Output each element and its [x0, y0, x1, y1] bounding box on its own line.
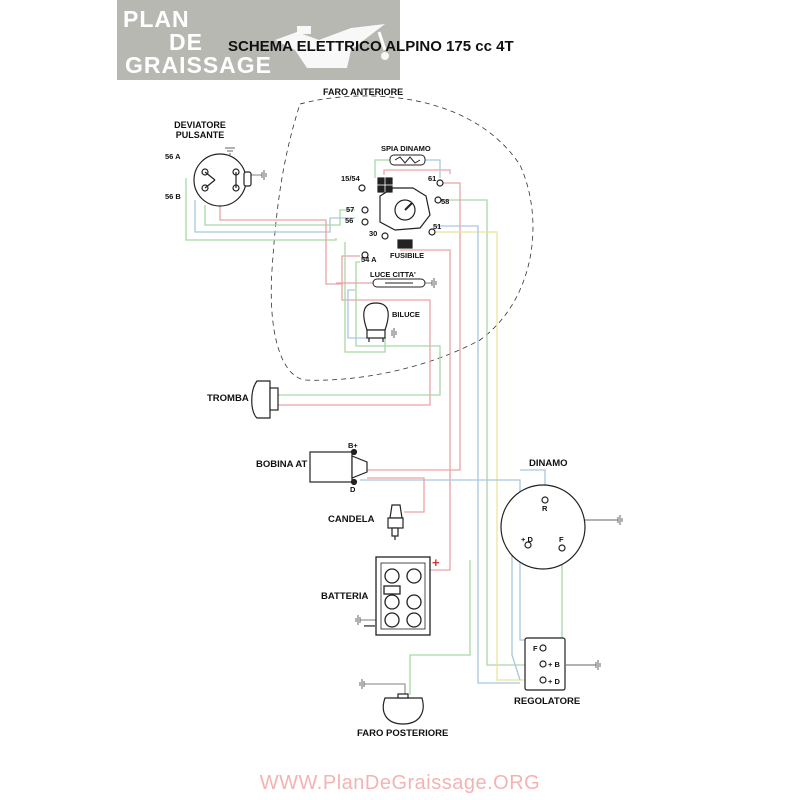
wire-dev-blue [194, 200, 355, 233]
ground-symbol-regolatore [566, 660, 601, 670]
label-biluce: BILUCE [392, 310, 420, 319]
wire-51-blue [436, 225, 520, 684]
label-pin-61: 61 [428, 174, 437, 183]
luce-citta-bulb [372, 278, 426, 288]
label-pin-d: D [350, 485, 356, 494]
wire-dev-red [219, 200, 342, 285]
logo-text-line1: PLAN [123, 6, 190, 32]
label-tromba: TROMBA [207, 393, 249, 404]
label-reg-f: F [533, 644, 538, 653]
spia-dinamo-lamp [389, 154, 426, 166]
wire-51-yellow [432, 231, 530, 681]
label-pin-57: 57 [346, 205, 355, 214]
page-title: SCHEMA ELETTRICO ALPINO 175 cc 4T [228, 38, 514, 55]
label-pin-54a: 54 A [361, 255, 377, 264]
label-fusibile: FUSIBILE [390, 251, 425, 260]
label-reg-plus-b: + B [548, 660, 560, 669]
logo-text-line3: GRAISSAGE [125, 52, 273, 78]
wire-bobina-red [367, 477, 425, 513]
biluce-bulb [363, 302, 389, 342]
wire-spia-red [383, 169, 451, 175]
site-logo: PLAN DE GRAISSAGE [117, 0, 400, 80]
candela-spark-plug [387, 504, 404, 540]
ground-symbol-dinamo [585, 515, 623, 525]
label-pin-56a: 56 A [165, 152, 181, 161]
tromba-horn [251, 380, 279, 419]
wire-58-green [438, 199, 530, 666]
label-dinamo-f: F [559, 535, 564, 544]
faro-posteriore-lamp [382, 693, 424, 725]
logo-text-line2: DE [169, 29, 203, 55]
wire-61-red [367, 182, 461, 471]
commutatore-block [358, 177, 444, 259]
ground-symbol-deviatore [261, 170, 267, 180]
label-pin-51: 51 [433, 222, 442, 231]
wire-post-gray [364, 683, 406, 695]
label-pin-56b: 56 B [165, 192, 181, 201]
wire-spia-left [374, 159, 390, 178]
label-reg-plus-d: + D [548, 677, 560, 686]
label-pulsante: PULSANTE [175, 130, 225, 140]
label-bobina-at: BOBINA AT [256, 459, 308, 470]
ground-symbol-batteria [355, 615, 361, 625]
label-deviatore: DEVIATORE [174, 120, 226, 130]
batteria-battery [375, 556, 431, 636]
ground-symbol-posteriore [359, 679, 365, 689]
label-pin-30: 30 [369, 229, 378, 238]
label-faro-posteriore: FARO POSTERIORE [357, 728, 449, 739]
label-batteria: BATTERIA [321, 591, 369, 602]
wire-dev-green2 [204, 205, 355, 226]
wire-54a-green [275, 261, 441, 396]
label-dinamo: DINAMO [529, 458, 568, 469]
label-pin-58: 58 [441, 197, 450, 206]
ground-symbol-biluce [391, 328, 397, 338]
label-dinamo-r: R [542, 504, 548, 513]
wire-spia-right [425, 159, 441, 178]
label-pin-56: 56 [345, 216, 354, 225]
deviatore-pulsante-switch [193, 153, 252, 207]
wire-dev-green [185, 178, 337, 241]
wire-30-red [400, 249, 451, 571]
label-spia-dinamo: SPIA DINAMO [381, 144, 431, 153]
dinamo-generator [500, 484, 586, 570]
label-candela: CANDELA [328, 514, 375, 525]
oil-can-icon [275, 24, 389, 68]
label-faro-anteriore: FARO ANTERIORE [323, 87, 404, 97]
wire-biluce-green [344, 242, 386, 353]
bobina-at-coil [309, 448, 368, 486]
footer-url: WWW.PlanDeGraissage.ORG [259, 772, 541, 794]
label-pin-bplus: B+ [348, 441, 358, 450]
label-dinamo-plus-d: + D [521, 535, 533, 544]
faro-anteriore-outline [270, 95, 534, 381]
wire-post-green [409, 560, 471, 695]
battery-minus-sign: — [364, 620, 375, 632]
label-pin-1554: 15/54 [341, 174, 360, 183]
label-regolatore: REGOLATORE [514, 696, 581, 707]
wire-biluce-blue [347, 289, 367, 339]
regolatore-regulator [524, 637, 566, 691]
ground-symbol-top [225, 147, 235, 155]
ground-symbol-luce [431, 278, 437, 288]
label-luce-citta: LUCE CITTA' [370, 270, 416, 279]
battery-plus-sign: + [432, 555, 440, 570]
